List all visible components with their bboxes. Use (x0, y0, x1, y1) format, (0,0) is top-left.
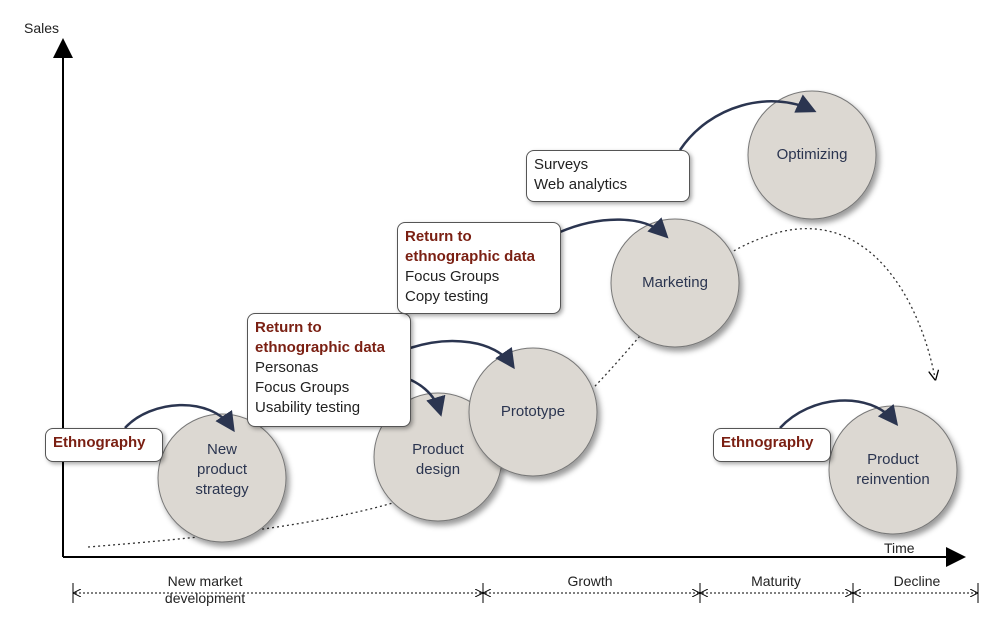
research-box-design: Return to ethnographic data Personas Foc… (247, 313, 411, 427)
box-item: Surveys (534, 156, 589, 173)
box-title: ethnographic data (255, 339, 386, 356)
stage-label: Product design (412, 440, 464, 480)
line: reinvention (856, 471, 930, 488)
research-box-marketing: Return to ethnographic data Focus Groups… (397, 222, 561, 314)
line: Growth (567, 573, 613, 589)
ethnography-box: Ethnography (45, 428, 163, 462)
circle-marketing (610, 218, 740, 348)
line: New market (167, 573, 243, 589)
phase-maturity: Maturity (751, 573, 801, 590)
circle-optimizing (747, 90, 877, 220)
stage-label: Optimizing (777, 145, 848, 165)
box-item: Personas (255, 359, 319, 376)
ethnography-box-2: Ethnography (713, 428, 831, 462)
line: product (196, 461, 248, 478)
line: design (415, 461, 461, 478)
box-title: Ethnography (721, 434, 814, 451)
box-item: Web analytics (534, 176, 628, 193)
x-axis-label: Time (884, 540, 915, 556)
line: New (206, 441, 238, 458)
y-axis-label: Sales (24, 20, 60, 36)
line: Product (867, 451, 919, 468)
box-item: Focus Groups (405, 268, 500, 285)
research-box-optimizing: Surveys Web analytics (526, 150, 690, 202)
arrow-box2-to-prototype (409, 339, 515, 370)
line: Marketing (642, 274, 708, 291)
stage-label: Prototype (501, 402, 565, 422)
arrow-ethnography2-to-reinvention (779, 399, 899, 429)
box-item: Usability testing (255, 399, 361, 416)
box-title: ethnographic data (405, 248, 536, 265)
phase-ranges (72, 583, 979, 603)
arrow-ethnography-to-strategy (124, 403, 235, 433)
box-title: Return to (405, 228, 472, 245)
box-title: Ethnography (53, 434, 146, 451)
arrow-box3-to-marketing (559, 217, 669, 239)
box-item: Focus Groups (255, 379, 350, 396)
stage-circles (157, 90, 958, 543)
arrow-box4-to-optimizing (678, 94, 817, 151)
box-title: Return to (255, 319, 322, 336)
stage-label: New product strategy (195, 440, 248, 500)
line: development (164, 590, 246, 606)
box-item: Copy testing (405, 288, 489, 305)
phase-growth: Growth (567, 573, 612, 590)
line: Maturity (751, 573, 801, 589)
circle-prototype (468, 347, 598, 477)
line: Product (412, 441, 464, 458)
line: strategy (195, 481, 249, 498)
line: Optimizing (776, 146, 848, 163)
sales-curve (87, 228, 935, 548)
phase-decline: Decline (894, 573, 941, 590)
stage-label: Marketing (642, 273, 708, 293)
line: Prototype (500, 403, 566, 420)
line: Decline (893, 573, 941, 589)
stage-label: Product reinvention (856, 450, 929, 490)
